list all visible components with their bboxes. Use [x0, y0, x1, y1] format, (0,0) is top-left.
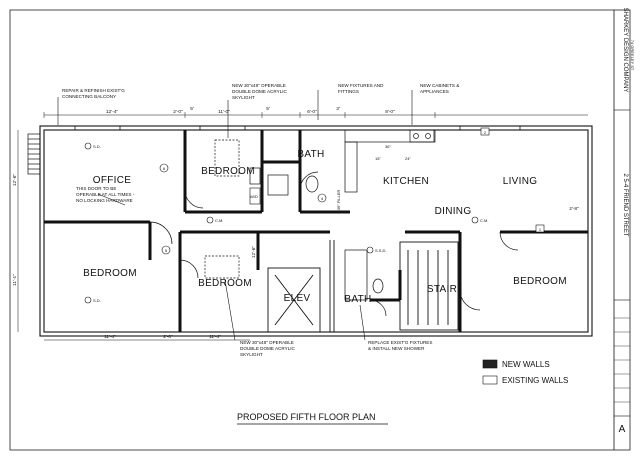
dim-left-2: 11'-1": [12, 274, 18, 286]
balcony-stair: [27, 133, 41, 175]
existing-walls: [267, 240, 459, 333]
note-skylight-top-line1: NEW 30"x48" OPERABLE: [232, 83, 286, 88]
svg-text:5: 5: [165, 248, 168, 253]
room-label-bath-top: BATH: [297, 149, 324, 160]
windows-top: [74, 126, 521, 130]
note-cabinets-line1: NEW CABINETS &: [420, 83, 459, 88]
dim-36: 36": [385, 144, 391, 149]
note-door-line2: OPERABLE AT ALL TIMES -: [76, 192, 135, 197]
svg-text:C.M.: C.M.: [215, 218, 223, 223]
dim-filler: 36" FILLER: [336, 190, 341, 211]
room-label-dining: DINING: [435, 206, 472, 217]
note-skylight-bottom-line2: DOUBLE DOME ACRYLIC: [240, 346, 295, 351]
dim-right-1: 2'-8": [569, 206, 579, 212]
dim-15: 15": [375, 156, 381, 161]
svg-text:6: 6: [163, 166, 166, 171]
tag-6: 6: [159, 163, 169, 173]
note-balcony-line1: REPAIR & REFINISH EXIST'G: [62, 88, 125, 93]
tag-1: 1: [535, 224, 545, 233]
drawing-title: PROPOSED FIFTH FLOOR PLAN: [237, 412, 376, 422]
legend: NEW WALLS EXISTING WALLS: [482, 359, 568, 385]
sheet-number: A: [619, 424, 626, 435]
fixtures: [249, 129, 436, 301]
room-label-bedroom-right: BEDROOM: [513, 276, 567, 287]
company-name: SHARKEY DESIGN COMPANY: [622, 8, 628, 93]
svg-text:2: 2: [484, 130, 487, 135]
legend-swatch-existing: [482, 375, 498, 385]
note-balcony-line2: CONNECTING BALCONY: [62, 94, 116, 99]
svg-text:S.S.D.: S.S.D.: [375, 248, 387, 253]
svg-text:C.M.: C.M.: [480, 218, 488, 223]
legend-existing-walls: EXISTING WALLS: [502, 376, 568, 385]
note-door-line1: THIS DOOR TO BE: [76, 186, 116, 191]
marker-smoke-stair: S.S.D.: [366, 246, 387, 254]
room-label-office: OFFICE: [93, 175, 131, 186]
marker-smoke-detector-bedroom: S.D.: [84, 296, 101, 304]
sheet-border: [9, 9, 631, 451]
note-replace-line1: REPLACE EXIST'G FIXTURES: [368, 340, 432, 345]
room-label-bath-bottom: BATH: [344, 294, 371, 305]
svg-text:4: 4: [321, 196, 324, 201]
note-fixtures-line1: NEW FIXTURES AND: [338, 83, 384, 88]
note-skylight-bottom-line3: SKYLIGHT: [240, 352, 263, 357]
note-fixtures-line2: FITTINGS: [338, 89, 359, 94]
dim-top-1: 12'-4": [106, 109, 119, 115]
marker-washer-dryer: W/D: [249, 187, 261, 205]
room-label-bedroom-top: BEDROOM: [201, 166, 255, 177]
marker-carbon-monoxide: C.M.: [471, 216, 488, 224]
dim-left-1: 12'-6": [12, 174, 18, 187]
dim-24: 24": [405, 156, 411, 161]
marker-carbon-monoxide-hall: C.M.: [206, 216, 223, 224]
dim-top-3: 5': [190, 106, 194, 112]
dim-top-7: 3': [336, 106, 340, 112]
dim-top-6: 6'-0": [307, 109, 317, 115]
project-address: 2 5-4 FRIEND STREET: [622, 173, 628, 236]
room-label-bedroom-mid: BEDROOM: [198, 278, 252, 289]
legend-new-walls: NEW WALLS: [502, 360, 550, 369]
leader-lines: [57, 90, 413, 341]
room-label-stair: STAIR: [427, 284, 457, 295]
dim-top-4: 11'-0": [218, 109, 230, 115]
dim-top-8: 8'-0": [385, 109, 395, 115]
note-skylight-top-line2: DOUBLE DOME ACRYLIC: [232, 89, 287, 94]
note-skylight-bottom-line1: NEW 30"x48" OPERABLE: [240, 340, 294, 345]
new-walls: [44, 130, 588, 332]
company-address: 74 GREELEY ST: [630, 40, 635, 71]
room-label-kitchen: KITCHEN: [383, 176, 429, 187]
tag-2: 2: [480, 127, 490, 136]
svg-text:S.D.: S.D.: [93, 298, 101, 303]
note-replace-line2: & INSTALL NEW SHOWER: [368, 346, 425, 351]
svg-text:S.D.: S.D.: [93, 144, 101, 149]
dim-bottom-3: 11'-4": [209, 334, 221, 340]
svg-text:1: 1: [539, 227, 542, 232]
dim-bottom-1: 11'-4": [104, 334, 116, 340]
note-skylight-top-line3: SKYLIGHT: [232, 95, 255, 100]
dim-bottom-2: 2'-0": [163, 334, 173, 340]
dimension-lines: [17, 112, 588, 341]
note-door-line3: NO LOCKING HARDWARE: [76, 198, 133, 203]
skylights: [204, 139, 240, 279]
tag-4: 4: [317, 193, 327, 203]
svg-text:W/D: W/D: [250, 194, 258, 199]
room-label-living: LIVING: [503, 176, 538, 187]
note-cabinets-line2: APPLIANCES: [420, 89, 449, 94]
dim-top-5: 5': [266, 106, 270, 112]
title-block: SHARKEY DESIGN COMPANY 74 GREELEY ST 2 5…: [613, 8, 635, 450]
legend-swatch-new: [482, 359, 498, 369]
room-label-elev: ELEV: [284, 293, 311, 304]
marker-smoke-detector-office: S.D.: [84, 142, 101, 150]
dim-top-2: 2'-0": [173, 109, 183, 115]
tag-5: 5: [161, 245, 171, 255]
dim-mid-1: 12'-6": [251, 246, 257, 259]
doors: [149, 171, 519, 317]
room-label-bedroom-left: BEDROOM: [83, 268, 137, 279]
